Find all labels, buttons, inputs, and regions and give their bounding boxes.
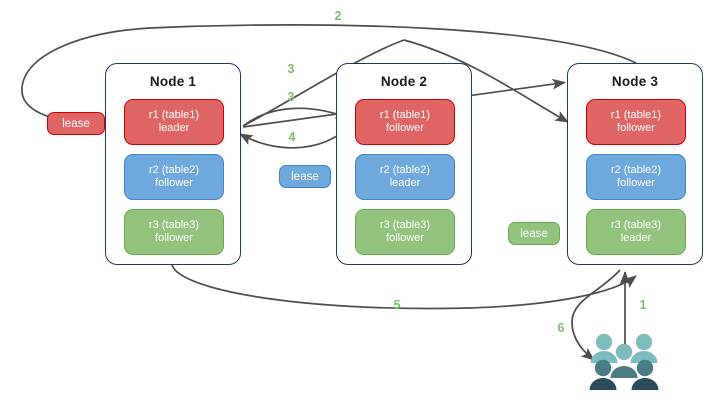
lease-badge-table2[interactable]: lease bbox=[279, 165, 331, 188]
node-panel-3[interactable]: Node 3 r1 (table1) follower r2 (table2) … bbox=[567, 63, 703, 265]
arrow-step-6 bbox=[571, 269, 621, 361]
replica-name: r2 (table2) bbox=[610, 163, 662, 176]
step-label-6: 6 bbox=[557, 321, 565, 335]
step-label-3b: 3 bbox=[287, 90, 295, 104]
replica-role: leader bbox=[620, 232, 652, 244]
replica-name: r1 (table1) bbox=[379, 108, 431, 121]
node-title: Node 2 bbox=[380, 74, 428, 89]
replica-r1[interactable]: r1 (table1) follower bbox=[355, 99, 455, 145]
node-panel-2[interactable]: Node 2 r1 (table1) follower r2 (table2) … bbox=[336, 63, 472, 265]
arrow-step-2 bbox=[21, 24, 637, 129]
replica-role: follower bbox=[617, 122, 655, 134]
replica-name: r3 (table3) bbox=[379, 218, 431, 231]
node-panel-1[interactable]: Node 1 r1 (table1) leader r2 (table2) fo… bbox=[105, 63, 241, 265]
lease-badge-table3[interactable]: lease bbox=[508, 222, 560, 245]
replica-role: follower bbox=[155, 177, 193, 189]
replica-r3[interactable]: r3 (table3) follower bbox=[124, 209, 224, 255]
users-group-icon bbox=[589, 333, 659, 390]
step-label-5: 5 bbox=[393, 298, 401, 312]
arrow-step-5 bbox=[171, 264, 637, 310]
step-label-1: 1 bbox=[639, 298, 647, 312]
replica-r2[interactable]: r2 (table2) follower bbox=[586, 154, 686, 200]
replica-role: follower bbox=[155, 232, 193, 244]
replica-name: r1 (table1) bbox=[148, 108, 200, 121]
replica-r3[interactable]: r3 (table3) leader bbox=[586, 209, 686, 255]
replica-name: r3 (table3) bbox=[610, 218, 662, 231]
replica-role: leader bbox=[158, 122, 190, 134]
step-label-4: 4 bbox=[288, 130, 296, 144]
replica-name: r2 (table2) bbox=[148, 163, 200, 176]
replica-r3[interactable]: r3 (table3) follower bbox=[355, 209, 455, 255]
replica-role: leader bbox=[389, 177, 421, 189]
replica-role: follower bbox=[386, 122, 424, 134]
step-label-2: 2 bbox=[334, 9, 342, 23]
replica-r1[interactable]: r1 (table1) leader bbox=[124, 99, 224, 145]
lease-label: lease bbox=[62, 117, 90, 130]
arrow-step-3-to-node3 bbox=[403, 39, 569, 123]
node-title: Node 3 bbox=[611, 74, 659, 89]
step-label-3a: 3 bbox=[287, 62, 295, 76]
replica-name: r3 (table3) bbox=[148, 218, 200, 231]
replica-r2[interactable]: r2 (table2) leader bbox=[355, 154, 455, 200]
lease-badge-table1[interactable]: lease bbox=[47, 112, 105, 135]
node-title: Node 1 bbox=[149, 74, 197, 89]
replica-r2[interactable]: r2 (table2) follower bbox=[124, 154, 224, 200]
replica-r1[interactable]: r1 (table1) follower bbox=[586, 99, 686, 145]
replica-role: follower bbox=[617, 177, 655, 189]
replica-role: follower bbox=[386, 232, 424, 244]
replica-name: r1 (table1) bbox=[610, 108, 662, 121]
replica-name: r2 (table2) bbox=[379, 163, 431, 176]
lease-label: lease bbox=[291, 170, 319, 183]
lease-label: lease bbox=[520, 227, 548, 240]
